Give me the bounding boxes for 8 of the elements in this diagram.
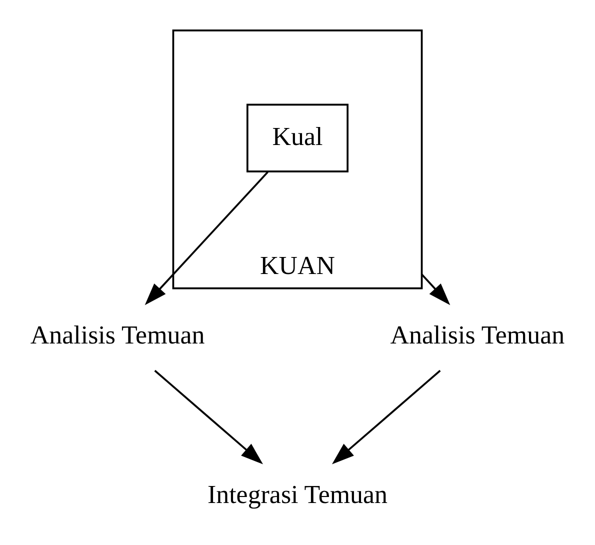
node-box: Kual — [246, 104, 348, 172]
arrow — [144, 171, 268, 306]
node-text: Analisis Temuan — [30, 320, 205, 350]
arrow — [154, 370, 263, 464]
arrow — [332, 370, 441, 464]
node-text: Integrasi Temuan — [207, 480, 388, 509]
arrow — [421, 274, 450, 306]
node-text: Analisis Temuan — [390, 320, 565, 350]
